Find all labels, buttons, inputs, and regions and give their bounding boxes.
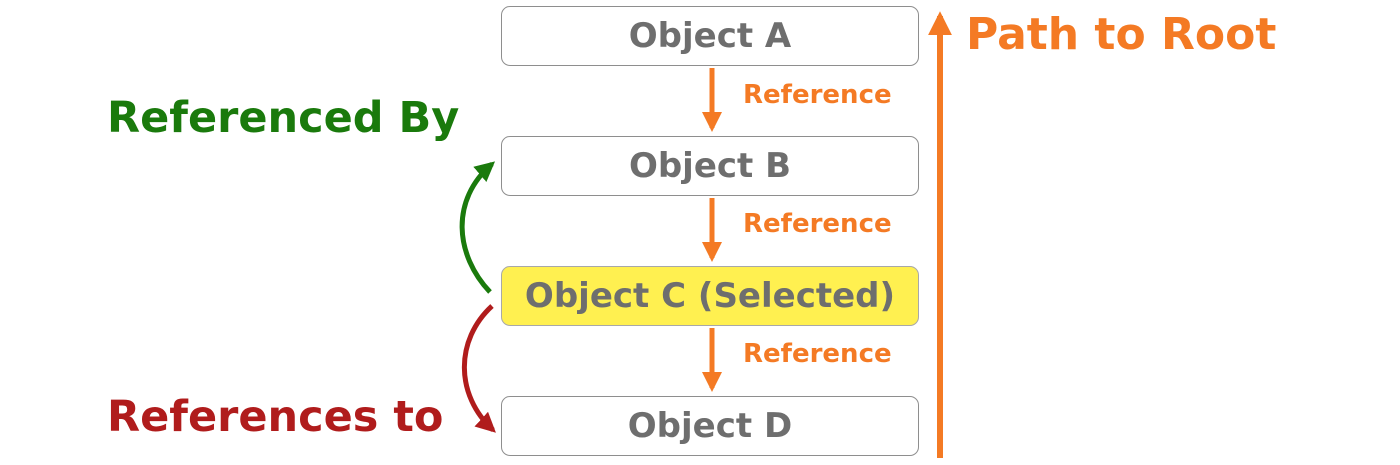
object-a-node[interactable]: Object A <box>501 6 919 66</box>
object-b-label: Object B <box>628 146 792 186</box>
path-to-root-label: Path to Root <box>966 9 1277 60</box>
object-c-label: Object C (Selected) <box>524 276 896 316</box>
references-to-arrow <box>462 304 496 433</box>
object-a-label: Object A <box>628 16 792 56</box>
referenced-by-label: Referenced By <box>107 93 460 143</box>
reference-label-1: Reference <box>743 80 892 110</box>
object-d-label: Object D <box>627 406 793 446</box>
object-c-node[interactable]: Object C (Selected) <box>501 266 919 326</box>
referenced-by-arrow <box>459 161 496 294</box>
object-b-node[interactable]: Object B <box>501 136 919 196</box>
reference-label-3: Reference <box>743 339 892 369</box>
reference-label-2: Reference <box>743 209 892 239</box>
object-d-node[interactable]: Object D <box>501 396 919 456</box>
references-to-label: References to <box>107 392 444 442</box>
